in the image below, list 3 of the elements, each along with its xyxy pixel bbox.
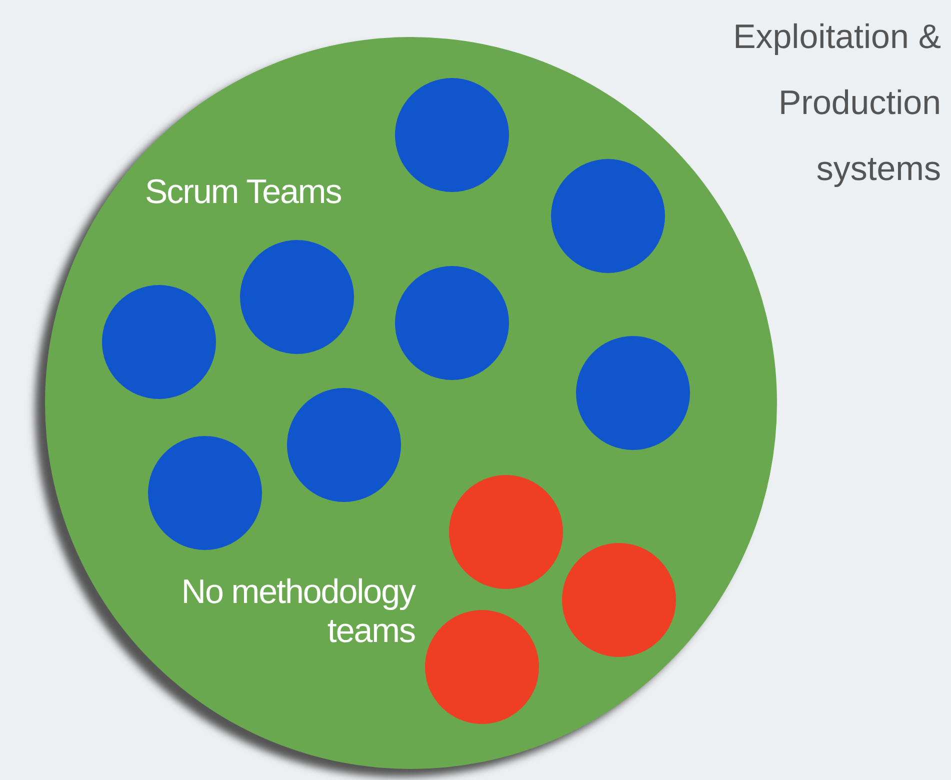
system-label: Exploitation & Production systems bbox=[732, 17, 941, 190]
group-label: Scrum Teams bbox=[145, 173, 342, 212]
group-label: No methodology teams bbox=[180, 573, 415, 651]
